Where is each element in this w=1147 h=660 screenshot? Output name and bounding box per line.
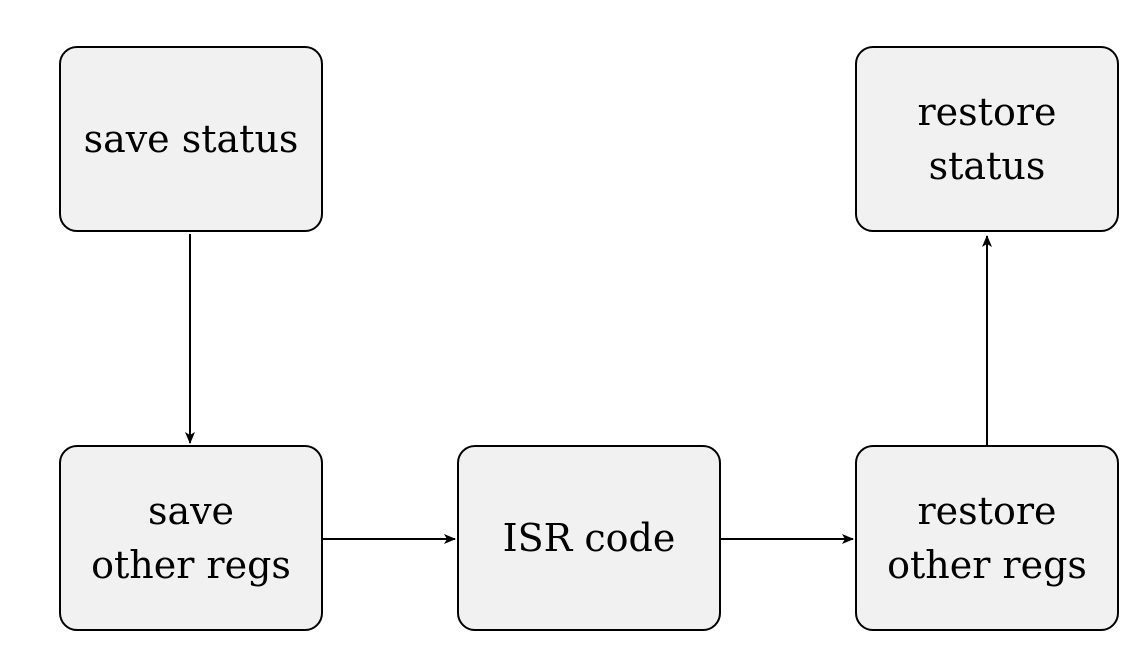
restore-status-node: restore status [855,46,1119,232]
restore-other-regs-label: restore other regs [887,489,1087,587]
save-status-label: save status [83,117,299,161]
save-other-regs-label: save other regs [91,489,291,587]
save-status-node: save status [59,46,323,232]
save-other-regs-node: save other regs [59,445,323,631]
isr-code-node: ISR code [457,445,721,631]
restore-status-label: restore status [917,90,1057,188]
restore-other-regs-node: restore other regs [855,445,1119,631]
isr-code-label: ISR code [502,516,676,560]
